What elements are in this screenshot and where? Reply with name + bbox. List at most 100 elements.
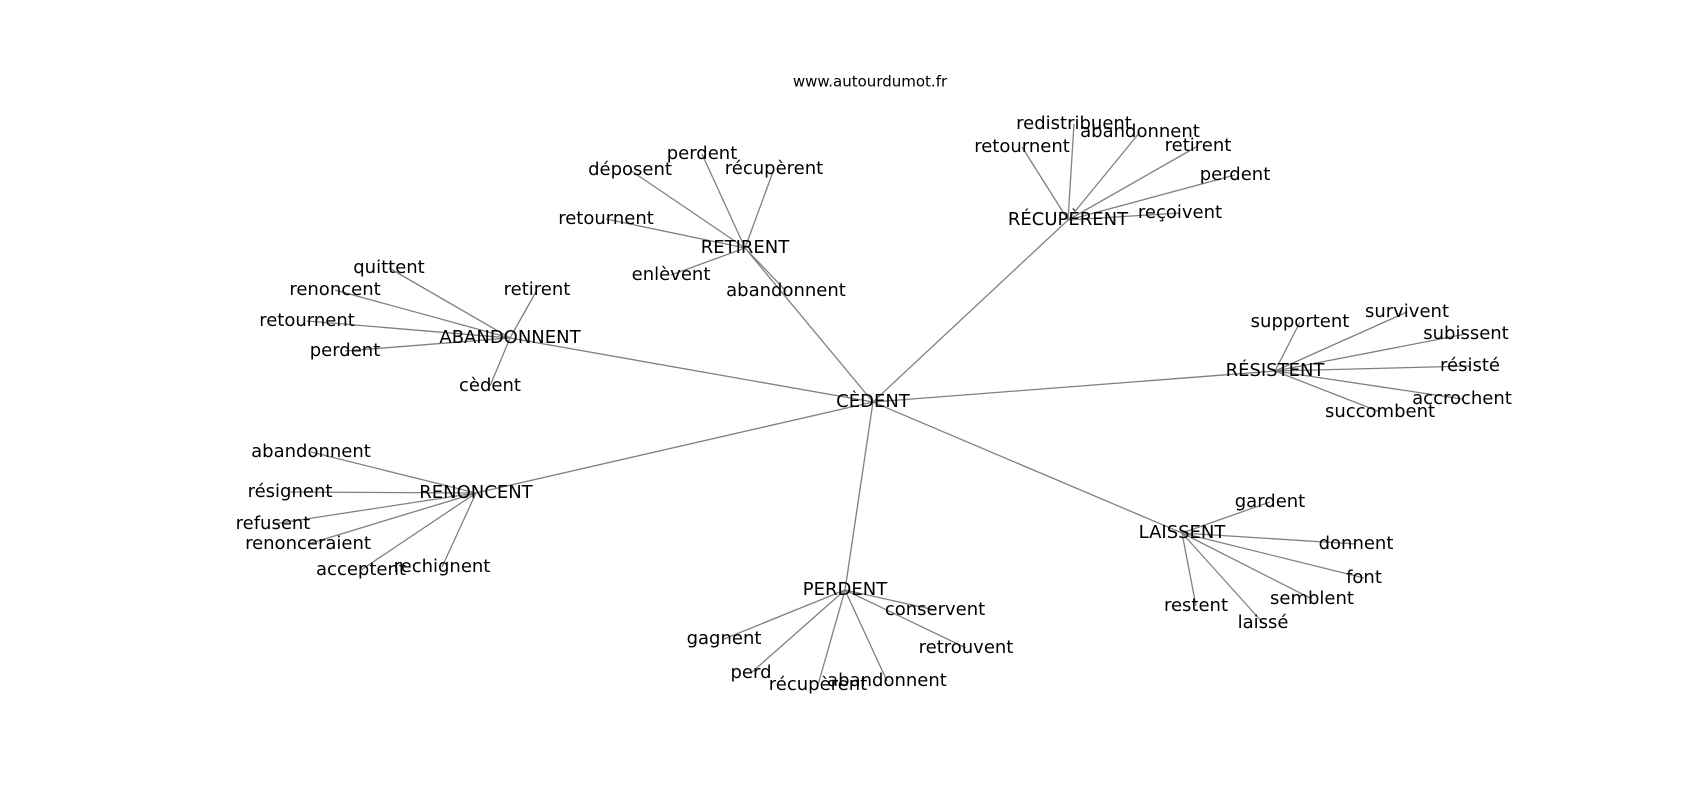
- edge-renoncent-to-renoncent-abandonnent: [310, 451, 477, 494]
- leaf-node-perdent-conservent: conservent: [885, 599, 985, 620]
- edge-perdent-to-perdent-recuperent: [817, 589, 846, 686]
- edge-abandonnent-to-abandonnent-cedent: [489, 337, 511, 387]
- leaf-node-recuperent-abandonnent: abandonnent: [1080, 121, 1200, 142]
- leaf-node-resistent-accrochent: accrochent: [1412, 388, 1512, 409]
- edge-resistent-to-resistent-succombent: [1274, 370, 1381, 413]
- leaf-node-perdent-gagnent: gagnent: [687, 628, 762, 649]
- edge-perdent-to-perdent-abandonnent: [844, 589, 888, 682]
- leaf-node-abandonnent-retournent: retournent: [259, 310, 355, 331]
- leaf-node-retirent-abandonnent: abandonnent: [726, 280, 846, 301]
- leaf-node-recuperent-redistribuent: redistribuent: [1016, 113, 1132, 134]
- leaf-node-renoncent-resignent: résignent: [248, 481, 333, 502]
- leaf-node-recuperent-retournent: retournent: [974, 136, 1070, 157]
- edge-cedent-to-retirent: [744, 247, 874, 403]
- edge-cedent-to-laissent: [872, 401, 1183, 534]
- edge-abandonnent-to-abandonnent-retournent: [306, 320, 511, 339]
- hub-node-resistent: RÉSISTENT: [1226, 359, 1326, 381]
- edge-cedent-to-abandonnent: [509, 337, 874, 403]
- edge-abandonnent-to-abandonnent-retirent: [509, 289, 538, 339]
- edge-cedent-to-recuperent: [872, 219, 1069, 403]
- hub-node-recuperent: RÉCUPÈRENT: [1008, 208, 1129, 230]
- edge-recuperent-to-recuperent-redistribuent: [1067, 123, 1075, 221]
- edge-abandonnent-to-abandonnent-renoncent: [334, 289, 511, 339]
- edge-cedent-to-perdent: [844, 401, 874, 591]
- leaf-node-resistent-survivent: survivent: [1365, 301, 1449, 322]
- leaf-node-perdent-retrouvent: retrouvent: [919, 637, 1014, 658]
- leaf-node-laissent-laisse: laissé: [1238, 612, 1289, 633]
- leaf-node-recuperent-retirent: retirent: [1165, 135, 1232, 156]
- edge-resistent-to-resistent-survivent: [1274, 311, 1408, 372]
- center-node-cedent: CÈDENT: [836, 390, 911, 412]
- edge-laissent-to-laissent-gardent: [1181, 501, 1271, 534]
- leaf-node-laissent-gardent: gardent: [1235, 491, 1306, 512]
- site-url: www.autourdumot.fr: [793, 73, 948, 91]
- edge-renoncent-to-renoncent-refusent: [272, 492, 477, 525]
- edge-recuperent-to-recuperent-retournent: [1021, 146, 1069, 221]
- leaf-node-laissent-donnent: donnent: [1319, 533, 1394, 554]
- leaf-node-abandonnent-quittent: quittent: [353, 257, 425, 278]
- leaf-node-resistent-succombent: succombent: [1325, 401, 1435, 422]
- edge-cedent-to-resistent: [872, 370, 1276, 403]
- edge-renoncent-to-renoncent-acceptent: [360, 492, 477, 571]
- edge-perdent-to-perdent-perd: [750, 589, 846, 674]
- leaf-node-renoncent-acceptent: acceptent: [316, 559, 406, 580]
- hub-node-laissent: LAISSENT: [1139, 522, 1227, 543]
- leaf-node-resistent-resiste: résisté: [1440, 355, 1500, 376]
- edge-retirent-to-retirent-deposent: [629, 169, 746, 249]
- edge-cedent-to-renoncent: [475, 401, 874, 494]
- leaf-node-retirent-retournent: retournent: [558, 208, 654, 229]
- leaf-node-abandonnent-perdent: perdent: [310, 340, 381, 361]
- edge-laissent-to-laissent-semblent: [1181, 532, 1313, 600]
- edge-perdent-to-perdent-gagnent: [723, 589, 846, 640]
- edge-resistent-to-resistent-supportent: [1274, 321, 1301, 372]
- leaf-node-retirent-recuperent: récupèrent: [725, 158, 823, 179]
- edge-retirent-to-retirent-retournent: [605, 218, 746, 249]
- edge-perdent-to-perdent-conservent: [844, 589, 936, 611]
- leaf-node-perdent-recuperent: récupèrent: [769, 674, 867, 695]
- graph-labels: CÈDENTRETIRENTdéposentperdentrécupèrentr…: [236, 113, 1512, 695]
- leaf-node-renoncent-rechignent: rechignent: [394, 556, 491, 577]
- edge-laissent-to-laissent-font: [1181, 532, 1365, 579]
- leaf-node-retirent-perdent: perdent: [667, 143, 738, 164]
- edge-laissent-to-laissent-restent: [1181, 532, 1197, 607]
- graph-edges: [272, 123, 1471, 686]
- edge-abandonnent-to-abandonnent-perdent: [344, 337, 511, 352]
- leaf-node-resistent-subissent: subissent: [1423, 323, 1509, 344]
- leaf-node-recuperent-perdent: perdent: [1200, 164, 1271, 185]
- edge-laissent-to-laissent-donnent: [1181, 532, 1357, 545]
- leaf-node-renoncent-refusent: refusent: [236, 513, 311, 534]
- leaf-node-renoncent-abandonnent: abandonnent: [251, 441, 371, 462]
- edge-renoncent-to-renoncent-rechignent: [441, 492, 477, 568]
- leaf-node-resistent-supportent: supportent: [1251, 311, 1350, 332]
- hub-node-retirent: RETIRENT: [701, 237, 791, 258]
- edge-renoncent-to-renoncent-renonceraient: [307, 492, 477, 545]
- edge-recuperent-to-recuperent-abandonnent: [1067, 131, 1141, 221]
- edge-retirent-to-retirent-recuperent: [744, 168, 775, 249]
- edge-recuperent-to-recuperent-perdent: [1067, 174, 1236, 221]
- edge-abandonnent-to-abandonnent-quittent: [388, 267, 511, 339]
- leaf-node-recuperent-recoivent: reçoivent: [1138, 202, 1222, 223]
- leaf-node-laissent-font: font: [1346, 567, 1382, 588]
- edge-renoncent-to-renoncent-resignent: [289, 491, 477, 494]
- leaf-node-retirent-deposent: déposent: [588, 159, 672, 180]
- edge-resistent-to-resistent-subissent: [1274, 333, 1467, 372]
- leaf-node-perdent-abandonnent: abandonnent: [827, 670, 947, 691]
- leaf-node-laissent-semblent: semblent: [1270, 588, 1354, 609]
- edge-recuperent-to-recuperent-retirent: [1067, 145, 1199, 221]
- edge-retirent-to-retirent-abandonnent: [744, 247, 787, 292]
- leaf-node-renoncent-renonceraient: renonceraient: [245, 533, 371, 554]
- leaf-node-abandonnent-renoncent: renoncent: [289, 279, 380, 300]
- hub-node-abandonnent: ABANDONNENT: [439, 327, 581, 348]
- leaf-node-perdent-perd: perd: [730, 662, 771, 683]
- leaf-node-abandonnent-cedent: cèdent: [459, 375, 521, 396]
- edge-recuperent-to-recuperent-recoivent: [1067, 212, 1181, 221]
- hub-node-renoncent: RENONCENT: [419, 482, 533, 503]
- edge-perdent-to-perdent-retrouvent: [844, 589, 967, 649]
- leaf-node-retirent-enlevent: enlèvent: [632, 264, 711, 285]
- edge-retirent-to-retirent-perdent: [701, 153, 746, 249]
- edge-laissent-to-laissent-laisse: [1181, 532, 1264, 624]
- edge-resistent-to-resistent-resiste: [1274, 365, 1471, 372]
- hub-node-perdent: PERDENT: [803, 579, 888, 600]
- leaf-node-abandonnent-retirent: retirent: [504, 279, 571, 300]
